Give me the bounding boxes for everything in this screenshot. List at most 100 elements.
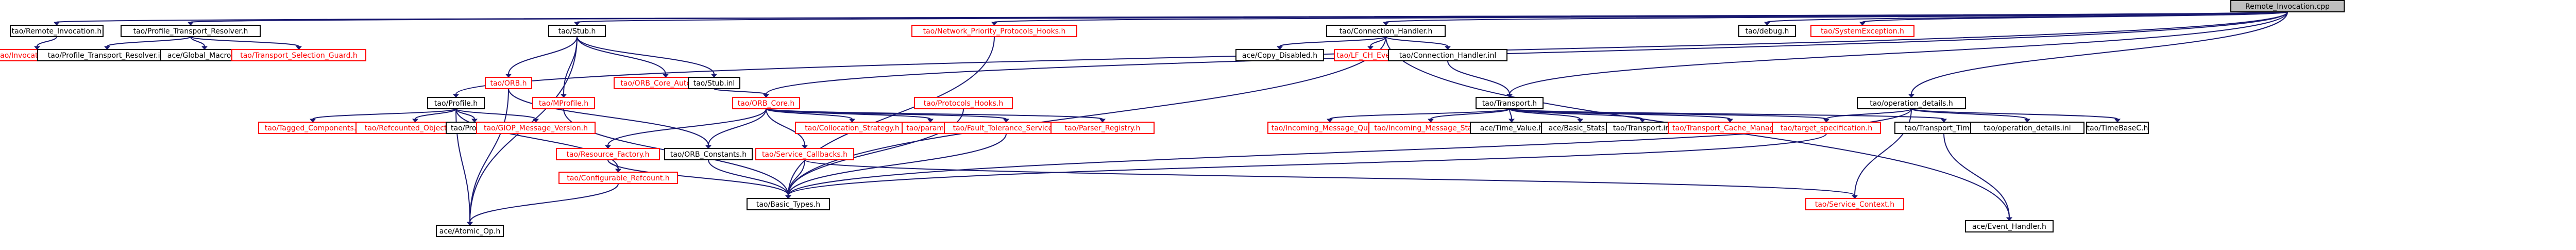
- edge-service_callbacks-to-basic_types: [788, 159, 805, 196]
- edge-profile_transport_resolver-to-transport_selection_guard: [190, 36, 299, 47]
- node-box: [532, 97, 595, 109]
- node-atomic-op[interactable]: ace/Atomic_Op.h: [436, 225, 504, 237]
- node-parser-registry[interactable]: tao/Parser_Registry.h: [1050, 122, 1155, 134]
- node-fault-tolerance-service[interactable]: tao/Fault_Tolerance_Service.h: [944, 122, 1069, 134]
- node-target-specification[interactable]: tao/target_specification.h: [1772, 122, 1881, 134]
- edge-root-to-orb_core: [766, 11, 2288, 95]
- node-label: tao/target_specification.h: [1781, 124, 1873, 132]
- node-mprofile[interactable]: tao/MProfile.h: [532, 97, 595, 109]
- edge-operation_details_h-to-timebase_c: [1911, 108, 2118, 120]
- node-label: tao/Parser_Registry.h: [1065, 124, 1141, 132]
- node-label: tao/ORB_Constants.h: [670, 151, 747, 159]
- node-collocation-strategy[interactable]: tao/Collocation_Strategy.h: [795, 122, 909, 134]
- edge-profile_h-to-tagged_components: [312, 108, 456, 120]
- node-label: tao/Tagged_Components.h: [265, 124, 361, 132]
- node-service-context[interactable]: tao/Service_Context.h: [1805, 198, 1904, 210]
- edge-service_callbacks-to-service_context: [804, 159, 1855, 196]
- node-connection-handler-inl[interactable]: tao/Connection_Handler.inl: [1388, 49, 1507, 61]
- node-box: [911, 25, 1077, 37]
- node-label: ace/Global_Macros.h: [167, 52, 242, 60]
- edge-arrowhead: [309, 119, 316, 123]
- node-profile-transport-resolver-inl[interactable]: tao/Profile_Transport_Resolver.inl: [37, 49, 177, 61]
- node-label: tao/TimeBaseC.h: [2087, 124, 2148, 132]
- node-label: tao/Stub.h: [558, 27, 596, 36]
- edge-arrowhead: [295, 46, 302, 50]
- node-resource-factory[interactable]: tao/Resource_Factory.h: [556, 148, 660, 160]
- nodes-layer: Remote_Invocation.cpp tao/Remote_Invocati…: [0, 0, 2345, 237]
- node-profile-transport-resolver[interactable]: tao/Profile_Transport_Resolver.h: [121, 25, 261, 37]
- edge-arrowhead: [2024, 119, 2031, 123]
- node-label: tao/Transport_Cache_Manager.h: [1672, 124, 1788, 132]
- node-time-value[interactable]: ace/Time_Value.h: [1470, 122, 1553, 134]
- node-refcounted-objectkey[interactable]: tao/Refcounted_ObjectKey.h: [355, 122, 475, 134]
- node-box: [1810, 25, 1914, 37]
- node-operation-details-h[interactable]: tao/operation_details.h: [1857, 97, 1966, 109]
- node-label: ace/Time_Value.h: [1480, 124, 1544, 132]
- node-stub-inl[interactable]: tao/Stub.inl: [688, 77, 740, 89]
- edge-orb_h-to-atomic_op: [469, 88, 509, 223]
- edge-arrowhead: [1851, 195, 1858, 199]
- edge-connection_handler_inl-to-transport_h: [1447, 60, 1510, 95]
- node-transport-timer[interactable]: tao/Transport_Timer.h: [1894, 122, 1993, 134]
- node-label: tao/SystemException.h: [1821, 27, 1904, 36]
- node-event-handler[interactable]: ace/Event_Handler.h: [1965, 220, 2054, 232]
- edge-root-to-operation_details_h: [1911, 11, 2288, 95]
- node-label: tao/ORB.h: [490, 79, 527, 88]
- node-stub-h[interactable]: tao/Stub.h: [548, 25, 606, 37]
- node-timebase-c[interactable]: tao/TimeBaseC.h: [2086, 122, 2149, 134]
- node-orb-h[interactable]: tao/ORB.h: [485, 77, 532, 89]
- node-transport-inl[interactable]: tao/Transport.inl: [1606, 122, 1679, 134]
- node-label: tao/Incoming_Message_Queue.h: [1272, 124, 1388, 132]
- node-label: ace/Atomic_Op.h: [439, 227, 500, 236]
- edge-arrowhead: [785, 195, 792, 199]
- node-protocols-hooks[interactable]: tao/Protocols_Hooks.h: [914, 97, 1013, 109]
- edges-layer: [33, 11, 2288, 226]
- node-basic-types[interactable]: tao/Basic_Types.h: [747, 198, 830, 210]
- node-profile-h[interactable]: tao/Profile.h: [427, 97, 485, 109]
- node-box: [121, 25, 261, 37]
- edge-resource_factory-to-configurable_refcount: [607, 159, 619, 170]
- edge-arrowhead: [1382, 22, 1389, 26]
- node-label: tao/params.h: [906, 124, 954, 132]
- node-global-macros[interactable]: ace/Global_Macros.h: [160, 49, 249, 61]
- node-label: tao/Transport.h: [1482, 99, 1537, 108]
- node-connection-handler-h[interactable]: tao/Connection_Handler.h: [1326, 25, 1446, 37]
- node-remote-invocation[interactable]: tao/Remote_Invocation.h: [10, 25, 104, 37]
- node-label: tao/debug.h: [1745, 27, 1789, 36]
- edge-target_specification-to-basic_types: [788, 133, 1827, 196]
- node-transport-h[interactable]: tao/Transport.h: [1476, 97, 1544, 109]
- node-box: [1738, 25, 1796, 37]
- node-transport-cache-manager[interactable]: tao/Transport_Cache_Manager.h: [1668, 122, 1792, 134]
- node-network-priority[interactable]: tao/Network_Priority_Protocols_Hooks.h: [911, 25, 1077, 37]
- node-label: tao/Profile_Transport_Resolver.h: [133, 27, 248, 36]
- node-system-exception[interactable]: tao/SystemException.h: [1810, 25, 1914, 37]
- edge-operation_details_h-to-target_specification: [1826, 108, 1912, 120]
- node-box: [548, 25, 606, 37]
- node-orb-core[interactable]: tao/ORB_Core.h: [732, 97, 800, 109]
- node-copy-disabled[interactable]: ace/Copy_Disabled.h: [1235, 49, 1324, 61]
- edge-transport_h-to-incoming_message_queue: [1329, 108, 1510, 120]
- node-box: [1772, 122, 1881, 134]
- node-basic-stats[interactable]: ace/Basic_Stats.h: [1541, 122, 1619, 134]
- node-configurable-refcount[interactable]: tao/Configurable_Refcount.h: [558, 172, 678, 184]
- node-transport-selection-guard[interactable]: tao/Transport_Selection_Guard.h: [231, 49, 366, 61]
- node-operation-details-inl[interactable]: tao/operation_details.inl: [1970, 122, 2084, 134]
- edge-transport_h-to-transport_timer: [1509, 108, 1944, 120]
- node-giop-message-version[interactable]: tao/GIOP_Message_Version.h: [476, 122, 596, 134]
- node-box: [1965, 220, 2054, 232]
- edge-arrowhead: [466, 222, 473, 226]
- node-incoming-message-stack[interactable]: tao/Incoming_Message_Stack.h: [1368, 122, 1493, 134]
- node-box: [1050, 122, 1155, 134]
- node-box: [1388, 49, 1507, 61]
- node-service-callbacks[interactable]: tao/Service_Callbacks.h: [755, 148, 854, 160]
- edge-connection_handler_h-to-basic_types: [788, 36, 1386, 196]
- node-debug[interactable]: tao/debug.h: [1738, 25, 1796, 37]
- node-box: [436, 225, 504, 237]
- node-box: [688, 77, 740, 89]
- node-tagged-components[interactable]: tao/Tagged_Components.h: [258, 122, 367, 134]
- node-orb-constants[interactable]: tao/ORB_Constants.h: [664, 148, 753, 160]
- edge-arrowhead: [201, 46, 208, 50]
- node-root[interactable]: Remote_Invocation.cpp: [2230, 0, 2345, 12]
- node-box: [231, 49, 366, 61]
